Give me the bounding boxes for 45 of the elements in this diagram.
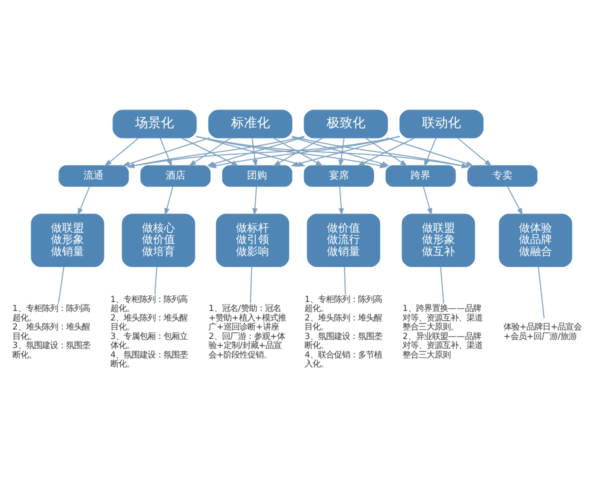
node-box: 场景化 [112, 110, 197, 138]
node-box: 酒店 [140, 165, 211, 187]
arrow [456, 138, 492, 167]
node-text: 1、专柜陈列：陈列高超化。 2、堆头陈列：堆头醒目化。 3、专属包厢：包厢立体化。 4、氛围建设：氛围垄断化。 [110, 294, 188, 369]
arrow [422, 186, 432, 216]
arrow [104, 138, 140, 167]
connector [250, 266, 252, 304]
arrow [357, 137, 416, 166]
arrow [160, 138, 172, 167]
node-box: 跨界 [386, 165, 456, 187]
node-box: 联动化 [399, 110, 484, 138]
node-text: 1、专柜陈列：陈列高超化。 2、堆头陈列：堆头醒目化。 3、氛围建设：氛围垄断化。 [12, 303, 90, 360]
node-box: 做联盟 做形象 做互补 [402, 214, 476, 267]
node-box: 专卖 [467, 165, 538, 187]
node-box: 流通 [58, 165, 129, 187]
connector [440, 266, 444, 304]
arrow [424, 138, 437, 167]
node-box: 做体验 做品牌 做融合 [498, 214, 572, 267]
node-text: 1、跨界置换——品牌对等、资源互补、渠道整合三大原则。 2、异业联盟——品牌对等、资源互补、渠道整合三大原则 [402, 303, 483, 360]
node-box: 标准化 [208, 110, 292, 138]
node-text: 体验+品牌日+品宣会+会员+回厂游/旅游 [504, 322, 582, 341]
arrow [78, 186, 90, 216]
node-box: 极致化 [304, 110, 388, 138]
arrow [164, 186, 174, 216]
node-box: 做标杆 做引领 做影响 [216, 214, 290, 267]
arrow [122, 137, 210, 166]
connector [154, 266, 158, 295]
connector [344, 266, 346, 295]
arrow [507, 186, 523, 216]
arrow [252, 138, 258, 168]
node-box: 团购 [222, 165, 292, 187]
arrow [338, 186, 344, 216]
connector [58, 266, 64, 304]
node-box: 宴席 [304, 165, 374, 187]
connector [538, 266, 545, 319]
arrow [272, 137, 324, 166]
arrow [364, 137, 408, 166]
arrow [252, 186, 258, 216]
node-box: 做联盟 做形象 做销量 [30, 214, 104, 267]
node-box: 做价值 做流行 做销量 [306, 214, 380, 267]
arrow [338, 138, 345, 168]
arrow [386, 137, 474, 166]
node-text: 1、冠名/赞助：冠名+赞助+植入+模式推广+巡回诊断+讲座 2、回厂游：参观+体验+定制/封藏+品宣会+阶段性促销。 [208, 303, 286, 360]
node-box: 做核心 做价值 做培育 [122, 214, 196, 267]
node-text: 1、专柜陈列：陈列高超化。 2、堆头陈列：堆头醒目化。 3、氛围建设：氛围垄断化。 4、联合促销：多节植入化。 [304, 294, 382, 369]
